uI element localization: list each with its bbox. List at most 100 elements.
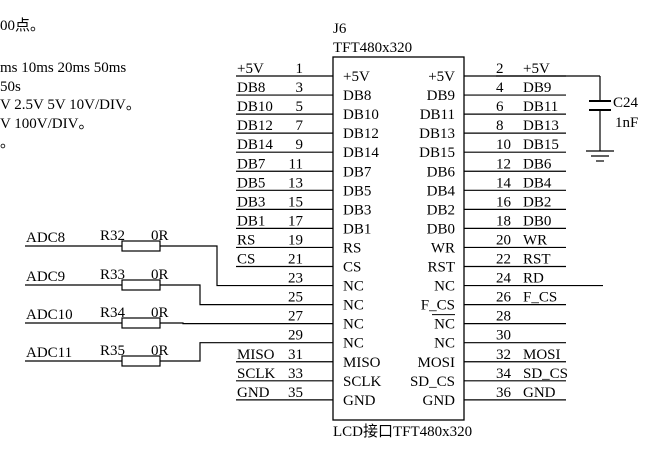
resistor-value: 0R [151,343,169,359]
pin-name: GND [423,393,456,409]
pin-name: DB15 [419,145,455,161]
resistor-ref: R34 [100,305,126,321]
pin-number: 6 [496,99,504,115]
pin-number: 11 [289,156,303,172]
c24-value: 1nF [615,115,638,131]
pin-name: NC [343,336,364,352]
pin-name: DB13 [419,126,455,142]
net-label: RS [237,232,255,248]
pin-name: WR [431,240,455,256]
pin-number: 5 [296,99,304,115]
pin-name: DB7 [343,164,372,180]
resistor-route-wire [160,342,236,362]
pin-name: DB1 [343,221,371,237]
pin-number: 20 [496,232,511,248]
pin-number: 8 [496,118,504,134]
net-label: CS [237,252,255,268]
pin-name: DB8 [343,88,371,104]
pin-number: 3 [296,80,304,96]
resistor-ref: R35 [100,343,125,359]
net-label: +5V [237,61,264,77]
pin-number: 2 [496,61,504,77]
resistor-value: 0R [151,305,169,321]
pin-number: 24 [496,271,512,287]
net-label: MOSI [523,347,561,363]
net-label: DB7 [237,156,266,172]
pin-name: GND [343,393,376,409]
pin-number: 4 [496,80,504,96]
net-label: DB0 [523,213,551,229]
pin-number: 34 [496,366,512,382]
net-label: DB6 [523,156,552,172]
connector-caption: LCD接口TFT480x320 [333,423,472,440]
pin-name: DB10 [343,107,379,123]
net-label: GND [523,385,556,401]
note-line-4: V 2.5V 5V 10V/DIV。 [0,97,141,113]
resistor-value: 0R [151,228,169,244]
net-label: DB1 [237,213,265,229]
net-label: SD_CS [523,366,568,382]
pin-number: 33 [288,366,303,382]
capacitor-c24: C24 1nF [496,75,639,151]
pin-number: 19 [288,232,303,248]
pin-name: DB9 [427,88,455,104]
pin-name: +5V [343,69,370,85]
connector-value: TFT480x320 [333,40,412,56]
resistor-route-wire [160,322,236,325]
net-label: DB4 [523,175,552,191]
note-line-2: ms 10ms 20ms 50ms [0,60,126,76]
pin-name: MOSI [417,355,455,371]
pin-number: 10 [496,137,511,153]
pin-number: 29 [288,328,303,344]
note-line-5: V 100V/DIV。 [0,116,93,132]
net-label: DB10 [237,99,273,115]
pin-name: DB4 [427,183,456,199]
pin-number: 22 [496,252,511,268]
net-label: WR [523,232,547,248]
pin-number: 30 [496,328,511,344]
pin-number: 14 [496,175,512,191]
ground-icon [586,150,614,162]
pin-name: F_CS [421,298,455,314]
pin-name: +5V [428,69,455,85]
pin-name: RST [427,260,455,276]
pin-name: NC [343,279,364,295]
pin-number: 1 [296,61,304,77]
right-pin-2: 2+5V+5V [428,61,566,85]
net-label: RD [523,271,544,287]
resistor-ref: R33 [100,267,125,283]
resistor-route-wire [160,284,236,306]
pin-name: MISO [343,355,381,371]
pin-number: 32 [496,347,511,363]
net-label: DB15 [523,137,559,153]
